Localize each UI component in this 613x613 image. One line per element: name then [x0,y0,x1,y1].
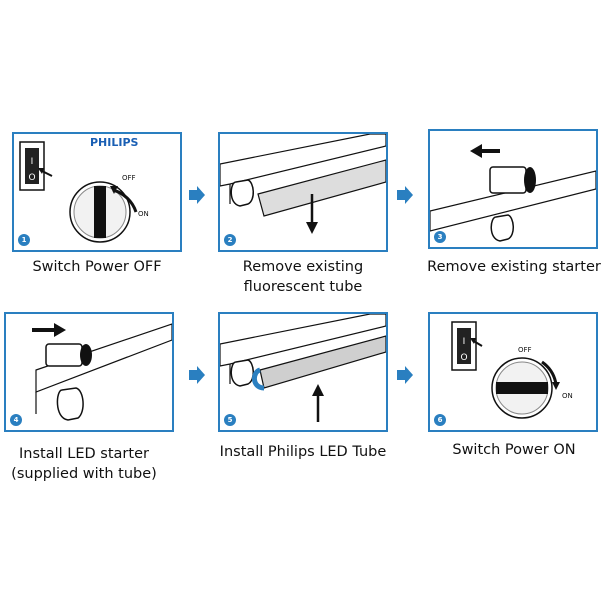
step-panel-4: 4 [4,312,174,432]
arrow-right-icon [189,366,205,384]
remove-starter-illustration [430,144,596,242]
step-number-badge: 3 [434,231,446,243]
arrow-right-icon [397,186,413,204]
step-number-badge: 5 [224,414,236,426]
led-starter-icon [45,343,83,367]
rocker-icon [25,148,39,184]
lamp-holder-icon [490,214,514,242]
lamp-holder-icon [230,179,254,207]
step-panel-2: 2 [218,132,388,252]
lamp-holder-icon [56,387,84,421]
switch-on-illustration: I O OFF ON [451,321,573,419]
step-caption-6: Switch Power ON [452,442,576,458]
led-tube-icon [259,335,386,389]
step-caption-4: Install LED starter (supplied with tube) [11,446,157,482]
install-starter-illustration [32,323,172,421]
fluorescent-tube-icon [257,159,386,217]
philips-logo: PHILIPS [90,136,139,149]
svg-text:I: I [31,157,34,167]
fixture-housing-icon [430,170,596,232]
install-led-tube-illustration [220,314,386,422]
step-number-badge: 1 [18,234,30,246]
svg-text:O: O [460,353,467,363]
step-caption-1: Switch Power OFF [32,259,162,275]
step-panel-5: 5 [218,312,388,432]
step-caption-3: Remove existing starter [427,259,601,275]
svg-text:OFF: OFF [518,346,532,354]
remove-tube-illustration [220,134,386,234]
fixture-housing-icon [35,323,172,393]
rocker-icon [457,328,471,364]
step-panel-1: I O PHILIPS OFF ON 1 [12,132,182,252]
switch-off-illustration: I O PHILIPS OFF ON [19,136,149,243]
step-caption-5: Install Philips LED Tube [219,444,387,460]
step-number-badge: 4 [10,414,22,426]
arrow-right-icon [189,186,205,204]
svg-text:ON: ON [138,210,149,218]
svg-text:I: I [463,337,466,347]
fixture-housing-icon [220,134,386,187]
step-panel-6: I O OFF ON 6 [428,312,598,432]
step-panel-3: 3 [428,129,598,249]
fixture-housing-icon [220,314,386,367]
svg-text:OFF: OFF [122,174,136,182]
starter-icon [489,166,527,194]
arrow-right-icon [397,366,413,384]
step-number-badge: 6 [434,414,446,426]
lamp-holder-icon [230,359,254,387]
step-caption-2: Remove existing fluorescent tube [242,259,364,295]
svg-text:ON: ON [562,392,573,400]
svg-text:O: O [28,173,35,183]
step-number-badge: 2 [224,234,236,246]
